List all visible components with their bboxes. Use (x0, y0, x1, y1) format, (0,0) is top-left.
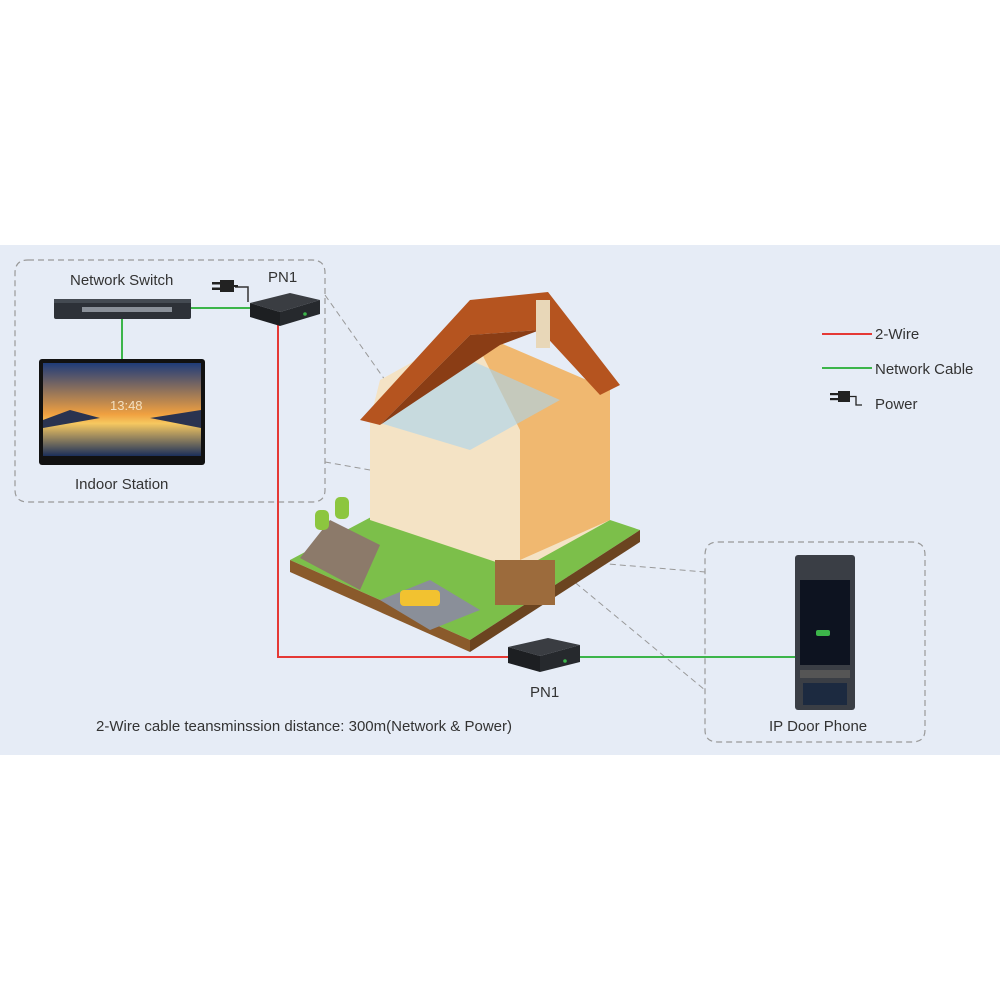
pn1-bottom-device (508, 638, 580, 672)
legend-network-label: Network Cable (875, 361, 974, 378)
legend-power-plug-icon (830, 391, 862, 406)
pn1-top-device (250, 293, 320, 326)
ip-door-phone-label: IP Door Phone (769, 718, 868, 735)
network-switch-device (54, 299, 191, 319)
caption-text: 2-Wire cable teansminssion distance: 300… (96, 718, 512, 735)
two-wire-cable (277, 320, 510, 658)
legend-power-label: Power (875, 396, 918, 413)
pn1-top-label: PN1 (268, 269, 298, 286)
indoor-station-device (39, 359, 205, 465)
ip-door-phone-device (795, 555, 855, 710)
pn1-bottom-label: PN1 (530, 684, 560, 701)
legend-2wire-label: 2-Wire (875, 326, 920, 343)
indoor-station-label: Indoor Station (75, 476, 169, 493)
house-illustration (290, 292, 640, 652)
indoor-screen-time: 13:48 (110, 398, 143, 413)
power-plug-icon (212, 280, 238, 292)
network-switch-label: Network Switch (70, 272, 174, 289)
indoor-group-box (14, 259, 326, 503)
door-group-box (704, 541, 926, 743)
